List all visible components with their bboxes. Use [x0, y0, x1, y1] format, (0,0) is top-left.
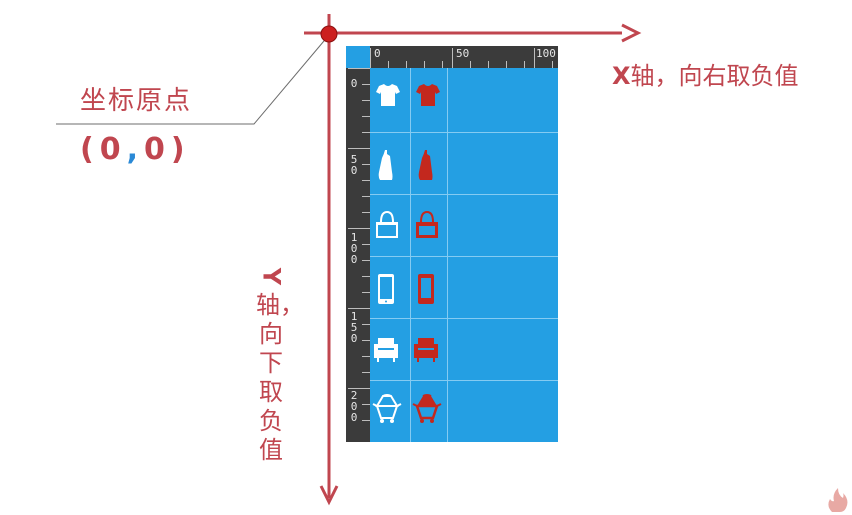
dress-icon [418, 150, 433, 180]
ruler-corner [346, 46, 370, 68]
ruler-left-label: 0 [350, 77, 358, 90]
flame-logo-icon [828, 488, 848, 512]
tshirt-icon [416, 84, 440, 106]
x-axis-arrow-icon [621, 23, 642, 43]
tshirt-icon [376, 84, 400, 106]
dress-icon [378, 150, 393, 180]
y-axis-text: 轴，向下取负值 [256, 291, 304, 464]
ruler-top-ticks [370, 48, 553, 68]
coords-open-paren: ( [80, 132, 100, 167]
stroller-icon [412, 394, 442, 423]
ruler-left-label: 100 [350, 231, 358, 266]
ruler-top-label: 0 [374, 47, 381, 60]
x-axis-text: 轴，向右取负值 [630, 62, 799, 90]
coords-x: 0 [99, 132, 127, 167]
ruler-left-ticks [348, 68, 370, 421]
sprite-grid [370, 68, 558, 442]
sofa-icon [374, 338, 398, 362]
ruler-left-label: 50 [350, 153, 358, 177]
phone-icon [418, 274, 434, 304]
ruler-top-label: 100 [536, 47, 556, 60]
y-axis-arrow-icon [319, 485, 339, 506]
ruler-left: 0 50 100 150 200 [346, 68, 370, 442]
handbag-icon [416, 210, 438, 238]
ruler-left-label: 150 [350, 310, 358, 345]
origin-dot [320, 25, 338, 43]
coords-y: 0 [144, 132, 171, 167]
phone-icon [378, 274, 394, 304]
sprite-panel [346, 46, 558, 442]
coords-comma: , [126, 132, 144, 167]
ruler-left-label: 200 [350, 389, 358, 424]
ruler-top-label: 50 [456, 47, 470, 60]
origin-leader-line [56, 34, 330, 125]
coords-close-paren: ) [170, 132, 191, 167]
handbag-icon [376, 210, 398, 238]
sprite-icons [372, 84, 442, 423]
y-axis-caption: Y 轴，向下取负值 [256, 262, 304, 465]
y-axis-letter: Y [257, 267, 286, 286]
ruler-top: 0 50 100 [370, 46, 558, 68]
sofa-icon [414, 338, 438, 362]
x-axis-letter: X [612, 62, 631, 90]
origin-label: 坐标原点 [80, 86, 193, 116]
x-axis-caption: X轴，向右取负值 [612, 56, 799, 91]
origin-coordinates: (0,0) [80, 132, 191, 167]
stroller-icon [372, 394, 402, 423]
